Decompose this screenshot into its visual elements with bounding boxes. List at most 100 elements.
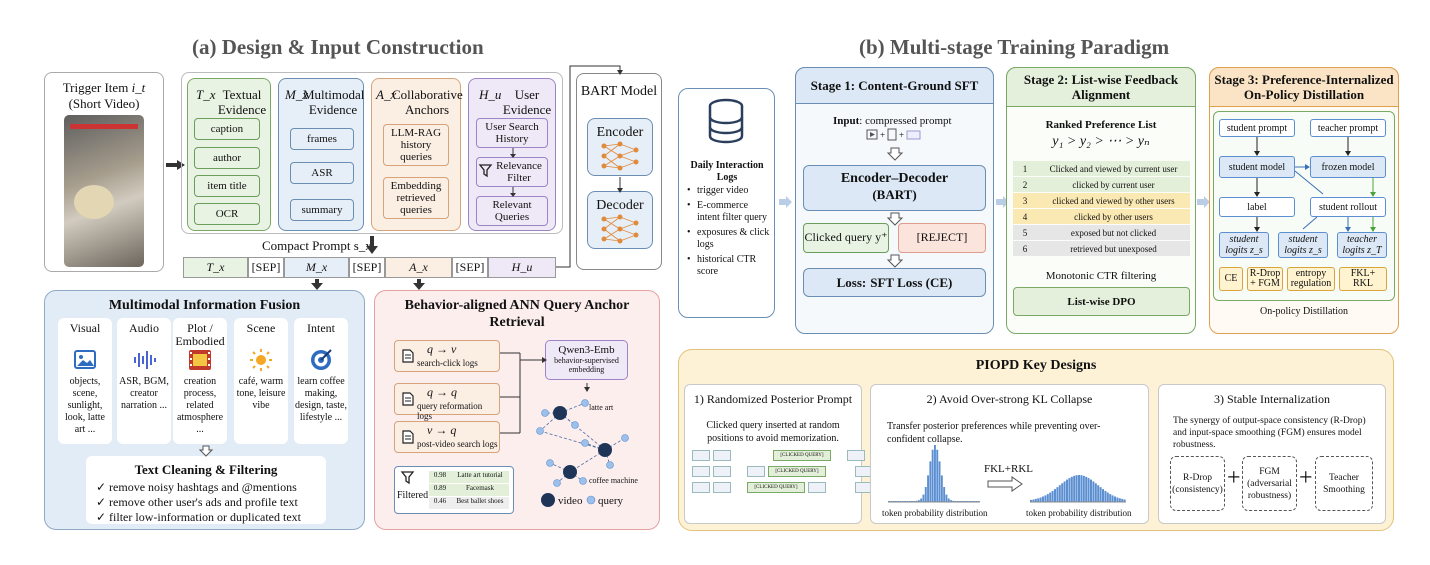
mx-item-summary: summary <box>290 199 354 221</box>
smooth-distribution-histogram <box>1030 475 1126 503</box>
histogram-bar <box>1090 479 1092 502</box>
hist-right-caption: token probability distribution <box>1026 508 1132 518</box>
sharp-distribution-histogram <box>888 445 980 503</box>
section-a-title: (a) Design & Input Construction <box>192 35 484 59</box>
fusion-title: Multimodal Information Fusion <box>108 298 301 313</box>
stage1-arrow-3 <box>886 254 904 268</box>
mx-item-frames: frames <box>290 128 354 150</box>
histogram-bar <box>1104 490 1107 502</box>
histogram-bar <box>1106 492 1109 502</box>
histogram-bar <box>952 500 955 502</box>
document-icon <box>402 349 414 363</box>
compact-prompt-arrow <box>366 236 378 254</box>
histogram-bar <box>1073 475 1076 502</box>
prompt-token <box>692 450 710 461</box>
arrow-stage2-to-stage3 <box>1197 196 1210 208</box>
token-sep-1: [SEP] <box>248 257 284 278</box>
piopd-card-2-title: 2) Avoid Over-strong KL Collapse <box>926 392 1093 406</box>
fusion-col-head: Plot / Embodied <box>175 321 225 348</box>
legend-query-label: query <box>598 495 624 507</box>
log-label: post-video search logs <box>417 439 498 449</box>
decoder-label: Decoder <box>596 198 644 213</box>
mx-item-asr: ASR <box>290 162 354 184</box>
prompt-token <box>842 466 852 477</box>
ax-item-embedding: Embedding retrieved queries <box>383 177 449 219</box>
teacher-prompt-box: teacher prompt <box>1310 119 1386 137</box>
sft-loss-box: Loss: SFT Loss (CE) <box>803 268 986 297</box>
qwen-emb-box: Qwen3-Emb behavior-supervised embedding <box>545 340 628 380</box>
qwen-title: Qwen3-Emb <box>558 344 615 356</box>
prompt-token <box>760 450 770 461</box>
token-sep-2: [SEP] <box>349 257 385 278</box>
histogram-bar <box>943 487 946 502</box>
histogram-bar <box>1118 498 1121 502</box>
teacher-logits: teacher logits z_T <box>1337 232 1387 258</box>
mx-name: Multimodal Evidence <box>303 87 365 117</box>
log-source-1: q → v search-click logs <box>394 340 500 372</box>
histogram-bar <box>1056 487 1059 502</box>
histogram-bar <box>1087 478 1090 502</box>
loss-fkl-rkl: FKL+ RKL <box>1339 267 1387 291</box>
target-icon <box>294 348 348 376</box>
clean-item-1: ✓ remove noisy hashtags and @mentions <box>96 480 297 494</box>
piopd-title: PIOPD Key Designs <box>975 358 1097 373</box>
piopd-card-3-text: The synergy of output-space consistency … <box>1173 416 1366 450</box>
graph-label-latte-art: latte art <box>589 403 614 412</box>
ax-symbol: A_x <box>376 87 397 102</box>
fusion-down-arrow <box>198 445 214 457</box>
database-icon <box>708 98 744 144</box>
prompt-token <box>829 466 839 477</box>
arrow-ax-to-ann <box>413 279 425 290</box>
log-item: •exposures & click logs <box>687 227 770 250</box>
piopd-card-2-text: Transfer posterior preferences while pre… <box>887 421 1101 445</box>
label-box: label <box>1219 197 1295 217</box>
video-thumbnail <box>64 115 144 267</box>
sun-icon <box>234 348 288 376</box>
toy-ball-shape <box>74 185 114 219</box>
prompt-token <box>834 450 844 461</box>
video-banner <box>70 124 138 129</box>
trigger-item-subtitle: (Short Video) <box>68 96 140 111</box>
audio-wave-icon <box>117 348 171 376</box>
histogram-bar <box>1111 495 1114 502</box>
histogram-bar <box>1123 499 1126 502</box>
histogram-bar <box>1121 498 1124 502</box>
prompt-token <box>734 466 744 477</box>
tx-symbol: T_x <box>196 87 216 102</box>
encoder-label: Encoder <box>596 125 644 140</box>
log-item: •E-commerce intent filter query <box>687 200 767 223</box>
log-label: query reformation logs <box>417 401 483 421</box>
compact-prompt-label: Compact Prompt s_x <box>262 238 372 253</box>
histogram-bar <box>1039 497 1042 502</box>
text-cleaning-title: Text Cleaning & Filtering <box>134 462 278 477</box>
prompt-token <box>847 450 865 461</box>
fusion-col-text: objects, scene, sunlight, look, latte ar… <box>65 376 105 435</box>
reject-token: [REJECT] <box>898 223 986 253</box>
tx-item-caption: caption <box>194 118 260 140</box>
film-icon <box>173 348 227 376</box>
histogram-bar <box>1080 475 1083 502</box>
document-icon <box>402 392 414 406</box>
arrow-stage1-to-stage2 <box>996 196 1009 208</box>
histogram-bar <box>1097 485 1100 502</box>
histogram-bar <box>929 461 932 502</box>
histogram-bar <box>950 500 952 502</box>
clean-item-2: ✓ remove other user's ads and profile te… <box>96 495 298 509</box>
histogram-bar <box>947 498 950 502</box>
prompt-token <box>692 466 710 477</box>
list-dpo-box: List-wise DPO <box>1013 287 1190 316</box>
log-source-2: q → q query reformation logs <box>394 383 500 421</box>
prompt-token <box>692 482 710 493</box>
log-formula: q → q <box>427 385 457 399</box>
histogram-bar <box>1032 499 1035 502</box>
decoder-network-icon <box>601 214 639 244</box>
clean-item-3: ✓ filter low-information or duplicated t… <box>96 510 301 524</box>
evidence-container <box>181 72 563 234</box>
histogram-bar <box>1051 490 1054 502</box>
input-modality-icons: ++ <box>866 128 921 141</box>
token-hu: H_u <box>488 257 556 278</box>
histogram-bar <box>1042 496 1044 502</box>
tx-item-author: author <box>194 147 260 169</box>
